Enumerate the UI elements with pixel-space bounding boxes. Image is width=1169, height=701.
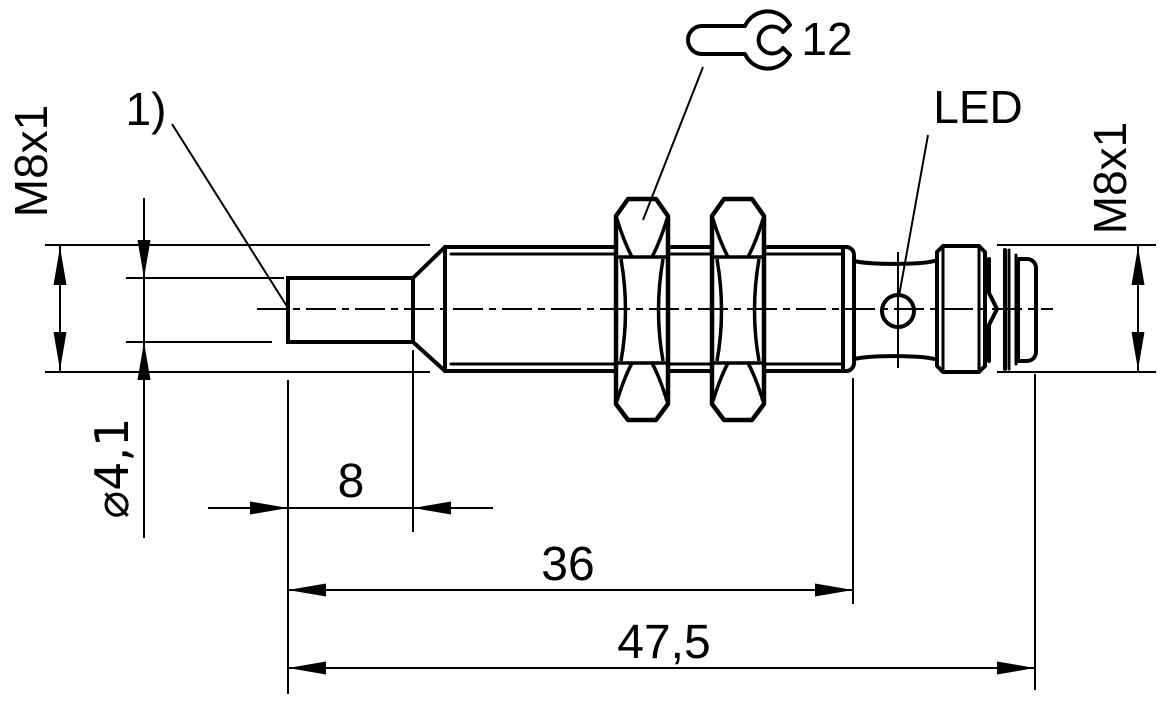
leader-lines <box>171 66 929 309</box>
arrow-tip-dia-down <box>137 240 151 278</box>
wrench-icon <box>686 9 792 71</box>
center-lines <box>257 252 1053 368</box>
dim-text-36: 36 <box>541 538 594 591</box>
connector-end-cap <box>1016 257 1038 363</box>
arrow-m8-left-up <box>53 247 67 285</box>
arrow-m8-left-down <box>53 332 67 370</box>
arrow-tip-dia-up <box>137 342 151 380</box>
annotations: 1) 12 LED M8x1 M8x1 ⌀4,1 8 36 47,5 <box>5 13 1136 669</box>
leader-led <box>898 134 929 297</box>
rear-section <box>852 244 1038 374</box>
arrow-m8-right-up <box>1131 247 1145 285</box>
hex-nut-1-facets <box>615 218 669 402</box>
neck-bottom <box>852 354 940 362</box>
wrench-size-label: 12 <box>801 13 852 65</box>
arrow-47-5-left <box>288 661 326 675</box>
arrow-47-5-right <box>997 661 1035 675</box>
dimension-arrows <box>53 240 1145 675</box>
taper-bottom <box>411 340 447 373</box>
arrow-8-right <box>413 501 451 515</box>
arrow-8-left <box>250 501 288 515</box>
arrow-m8-right-down <box>1131 332 1145 370</box>
leader-wrench <box>642 66 704 221</box>
taper-top <box>411 245 447 280</box>
arrow-36-left <box>288 583 326 597</box>
led-label: LED <box>933 81 1022 133</box>
arrow-36-right <box>815 583 853 597</box>
tip-diameter-label: ⌀4,1 <box>85 418 139 519</box>
thread-label-left: M8x1 <box>5 105 57 217</box>
hex-nut-2-facets <box>711 218 765 402</box>
leader-note-ref <box>171 123 289 309</box>
thread-label-right: M8x1 <box>1084 122 1136 234</box>
neck-top <box>852 258 940 266</box>
note-ref-label: 1) <box>126 83 167 135</box>
dim-text-8: 8 <box>338 455 365 508</box>
dim-text-47-5: 47,5 <box>617 616 710 669</box>
